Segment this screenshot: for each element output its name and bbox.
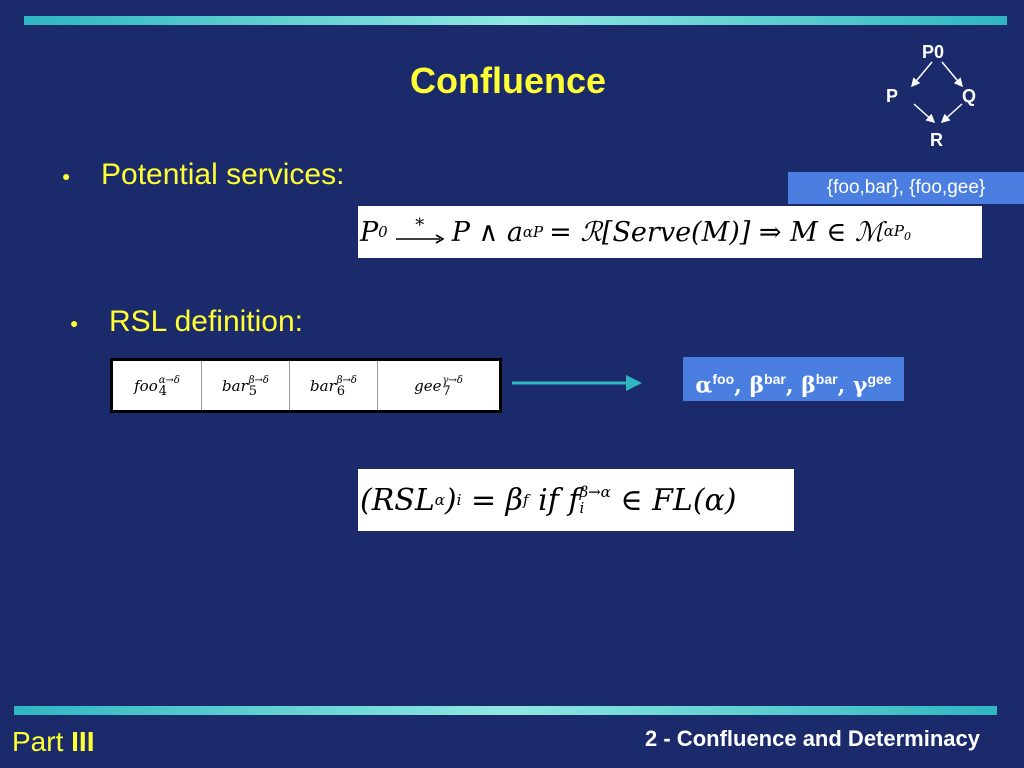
greek-sym: β [749, 372, 765, 399]
greek-sup: foo [712, 371, 735, 387]
rsl-cell-name: gee [414, 376, 442, 395]
f1-p0: P [360, 216, 379, 248]
bullet-text: Potential services: [101, 158, 345, 191]
f2-lhs-close: ) [444, 482, 457, 518]
greek-sym: β [801, 372, 816, 399]
footer-part-label: Part [12, 726, 72, 757]
bullet-text: RSL definition: [109, 305, 304, 338]
bullet-dot: ● [62, 168, 71, 184]
f2-lhs: (RSL [360, 482, 435, 518]
f1-star-arrow: * [395, 215, 444, 245]
f1-eq: = ℛ[Serve(M)] ⇒ M ∈ ℳ [549, 216, 884, 248]
greek-box: αfoo, βbar, βbar, γgee [683, 357, 904, 401]
footer-section-title: 2 - Confluence and Determinacy [645, 726, 980, 751]
rsl-cell-sub: 4 [158, 383, 168, 399]
rsl-cell-sub: 7 [442, 383, 451, 399]
diagram-arrows [911, 61, 963, 124]
diagram-label-p0: P0 [922, 42, 945, 62]
confluence-diagram: P0 P Q R [876, 40, 1006, 160]
f2-rhs: ∈ FL(α) [610, 482, 737, 518]
diagram-label-r: R [930, 130, 943, 150]
rsl-cell-name: bar [310, 376, 336, 395]
f1-p0-sub: 0 [378, 223, 388, 241]
mapping-arrow [512, 375, 642, 391]
greek-sym: α [695, 372, 713, 399]
f1-long-arrow [395, 234, 444, 244]
rsl-cell-name: foo [134, 376, 158, 395]
rsl-cell-name: bar [222, 376, 248, 395]
f1-m-sub-text: αP [883, 221, 904, 240]
f2-f-sub: i [579, 499, 585, 517]
greek-sup: bar [764, 371, 786, 387]
f2-f-sup: β→α [579, 483, 611, 501]
f2-beta-sup: f [523, 491, 529, 509]
rsl-cell-sub: 5 [248, 383, 258, 399]
bottom-divider-bar [14, 706, 997, 715]
greek-sup: gee [867, 371, 892, 387]
f1-m-sub: αP0 [884, 222, 911, 243]
f2-if: if f [528, 482, 580, 518]
f2-i-sub: i [456, 491, 462, 509]
greek-sup: bar [815, 371, 838, 387]
set-box: {foo,bar}, {foo,gee} [788, 172, 1024, 204]
f1-m-sub-sub: 0 [904, 229, 911, 243]
top-divider-bar [24, 16, 1007, 25]
diagram-label-q: Q [962, 86, 977, 106]
rsl-cell-sub: 6 [336, 383, 346, 399]
f2-lhs-sub: α [434, 491, 445, 509]
bullet-dot: ● [70, 315, 79, 331]
f1-star: * [415, 215, 425, 236]
rsl-cell-sup: β→δ [248, 374, 269, 386]
f1-a-sub: αP [522, 223, 544, 241]
rsl-cell-sup: α→δ [158, 374, 180, 386]
f2-eq: = β [461, 482, 523, 518]
slide-title: Confluence [409, 60, 606, 101]
rsl-cell-sup: β→δ [336, 374, 357, 386]
diagram-label-p: P [886, 86, 899, 106]
f1-rest: P ∧ a [451, 216, 523, 248]
greek-sym: γ [852, 372, 868, 399]
footer-part: Part III [12, 726, 94, 758]
footer-part-number: III [71, 726, 95, 757]
rsl-cell-sup: γ→δ [442, 374, 463, 386]
